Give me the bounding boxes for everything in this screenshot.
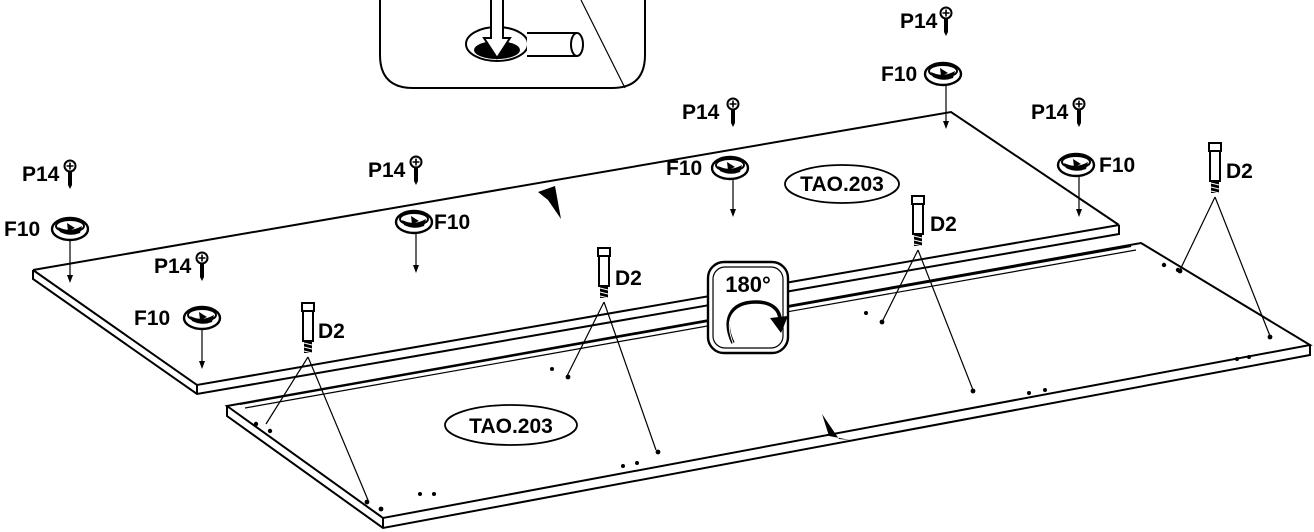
rotate-180-icon: 180°: [706, 260, 790, 355]
screw-label: P14: [22, 163, 60, 186]
dowel-bolt-label: D2: [930, 213, 957, 236]
screw-label: P14: [1031, 101, 1069, 124]
panel-code-label: TAO.203: [469, 415, 553, 438]
direction-arrow-bottom: [822, 414, 850, 440]
dowel-bolt-label: D2: [1226, 160, 1253, 183]
rotation-label: 180°: [725, 272, 771, 297]
screw-label: P14: [900, 10, 938, 33]
fitting-group-3: P14 F10: [368, 155, 470, 273]
dowel-bolt-1: D2: [265, 302, 369, 501]
detail-inset: [379, 0, 646, 89]
cam-lock-label: F10: [881, 63, 917, 86]
dowel-bolt-label: D2: [318, 320, 345, 343]
fitting-group-1: P14 F10: [4, 159, 90, 283]
panel-code-top: TAO.203: [784, 164, 900, 204]
fitting-group-6: P14 F10: [1031, 97, 1135, 217]
dowel-bolt-2: D2: [566, 247, 657, 451]
panel-code-label: TAO.203: [800, 173, 884, 196]
fitting-group-5: P14 F10: [881, 6, 963, 129]
cam-lock-label: F10: [666, 157, 702, 180]
fitting-group-2: P14 F10: [134, 251, 222, 369]
dowel-bolt-label: D2: [615, 267, 642, 290]
cam-lock-label: F10: [1099, 154, 1135, 177]
screw-label: P14: [368, 159, 406, 182]
fitting-group-4: P14 F10: [666, 97, 750, 217]
cam-lock-label: F10: [434, 211, 470, 234]
panel-code-bottom: TAO.203: [444, 404, 578, 446]
cam-lock-label: F10: [134, 307, 170, 330]
screw-label: P14: [682, 101, 720, 124]
panel-bottom: [224, 241, 1313, 530]
dowel-bolt-3: D2: [881, 195, 974, 391]
dowel-bolt-4: D2: [1179, 142, 1271, 337]
screw-label: P14: [154, 255, 192, 278]
cam-lock-label: F10: [4, 218, 40, 241]
direction-arrow-top: [538, 186, 561, 219]
